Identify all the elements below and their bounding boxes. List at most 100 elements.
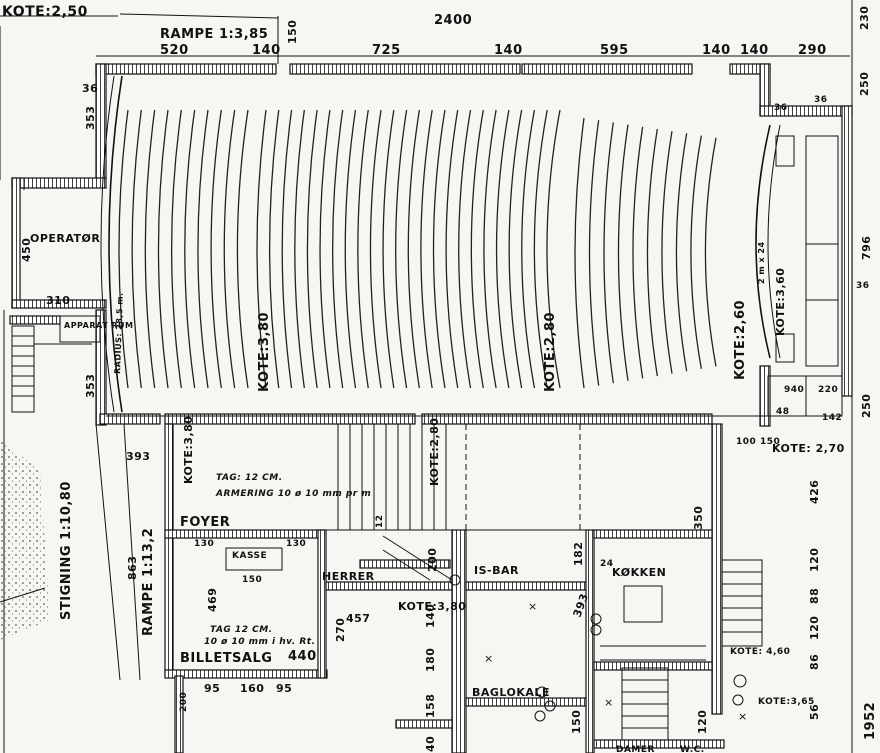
dim-450: 450 <box>20 238 33 262</box>
seat-row <box>432 109 446 389</box>
level-bottom-right: KOTE:3,65 <box>758 697 815 707</box>
dim-200b: 200 <box>426 548 439 572</box>
dim-36a: 36 <box>82 82 98 95</box>
seat-row <box>617 124 629 381</box>
seat-row <box>632 126 644 379</box>
svg-text:×: × <box>528 600 537 613</box>
note-armering1: ARMERING 10 ø 10 mm pr m <box>215 489 371 499</box>
seat-row <box>420 109 433 389</box>
dim-140b: 140 <box>424 604 437 628</box>
seat-row <box>495 109 510 389</box>
level-foyer-left: KOTE:3,80 <box>182 416 195 484</box>
seat-row <box>268 109 280 389</box>
dim-150b: 150 <box>242 575 262 585</box>
seat-row <box>210 109 222 389</box>
dim-310: 310 <box>46 294 70 307</box>
operator-room <box>11 177 107 309</box>
seat-row <box>646 128 658 377</box>
seat-row <box>533 109 548 389</box>
hall-walls <box>95 63 853 427</box>
seat-row <box>483 109 497 389</box>
dim-36c: 36 <box>814 95 828 105</box>
dim-150: 142 <box>822 413 842 423</box>
dim-36e: 48 <box>776 407 790 417</box>
dim-350: 350 <box>692 506 705 530</box>
dim-top-6: 140 <box>702 43 731 58</box>
seat-row <box>357 109 369 389</box>
screen-curve <box>108 75 123 413</box>
seat-row <box>588 120 600 386</box>
seat-row <box>690 135 702 369</box>
lower-stairs <box>621 667 669 741</box>
dim-right-8: 120 <box>808 616 821 640</box>
seat-row <box>382 109 395 389</box>
level-foyer-mid: KOTE:2,80 <box>428 418 441 486</box>
dim-24a: 24 <box>600 559 614 569</box>
note-tag2: TAG 12 CM. <box>210 625 273 635</box>
dim-393a: 393 <box>126 450 150 463</box>
seat-row <box>521 109 536 389</box>
dim-36b: 36 <box>774 103 788 113</box>
labels: KOTE:2,50 RAMPE 1:3,85 2400 520 140 725 … <box>2 4 878 753</box>
dim-top-5: 595 <box>600 43 629 58</box>
dim-270: 270 <box>334 618 347 642</box>
dim-142: 940 <box>784 385 804 395</box>
dim-220: 120 <box>696 710 709 734</box>
level-top-left: KOTE:2,50 <box>2 4 88 20</box>
level-bar: KOTE:3,80 <box>398 600 466 613</box>
seat-row <box>508 109 523 389</box>
dim-top-2: 140 <box>252 43 281 58</box>
seat-row <box>319 109 331 389</box>
dim-440: 440 <box>288 649 317 664</box>
room-kokken: KØKKEN <box>612 566 666 579</box>
seat-row <box>445 109 459 389</box>
seat-row <box>546 109 561 389</box>
left-stairs <box>11 325 92 413</box>
seat-row <box>661 131 673 374</box>
room-apparat: APPARAT RUM <box>64 321 133 330</box>
room-wc: W.C. <box>680 745 705 753</box>
dim-40: 40 <box>424 736 437 752</box>
seat-row <box>256 109 267 389</box>
dim-right-3: 796 <box>860 236 873 260</box>
room-foyer: FOYER <box>180 515 230 530</box>
dim-130a: 130 <box>194 539 214 549</box>
room-kasse: KASSE <box>232 551 267 561</box>
level-hall-mid: KOTE:2,80 <box>543 312 558 392</box>
level-kitchen: KOTE: 4,60 <box>730 647 790 657</box>
dim-right-5: 426 <box>808 480 821 504</box>
seat-row <box>574 117 585 389</box>
seat-row <box>675 133 688 372</box>
svg-text:×: × <box>738 710 747 723</box>
seat-row <box>131 109 142 389</box>
year: 1952 <box>863 702 878 740</box>
dim-940: 150 <box>570 710 583 734</box>
level-right-mid: KOTE: 2,70 <box>772 442 845 455</box>
seat-row <box>407 109 421 389</box>
dim-95a: 95 <box>204 682 220 695</box>
note-radius: RADIUS: 28,5 m. <box>113 292 125 374</box>
right-stairs <box>721 559 763 647</box>
seat-row <box>344 109 357 389</box>
seat-row <box>603 122 614 384</box>
seat-row <box>184 109 196 389</box>
dim-top-4: 140 <box>494 43 523 58</box>
seat-row <box>458 109 472 389</box>
seat-row <box>197 109 209 389</box>
kitchen-table <box>623 585 663 623</box>
dim-95b: 95 <box>276 682 292 695</box>
dim-right-4: 250 <box>860 394 873 418</box>
seat-row <box>470 109 484 389</box>
stage <box>755 124 843 417</box>
room-operator: OPERATØR <box>30 232 100 245</box>
svg-text:×: × <box>604 696 613 709</box>
seat-row <box>157 109 169 389</box>
dim-top-9: 150 <box>286 20 299 44</box>
room-baglokale: BAGLOKALE <box>472 686 550 699</box>
dim-12: 12 <box>375 514 385 528</box>
seat-row <box>369 109 382 389</box>
note-armering2: 10 ø 10 mm i hv. Rt. <box>204 637 315 647</box>
lower-walls <box>164 423 725 753</box>
dim-right-9: 86 <box>808 654 821 670</box>
